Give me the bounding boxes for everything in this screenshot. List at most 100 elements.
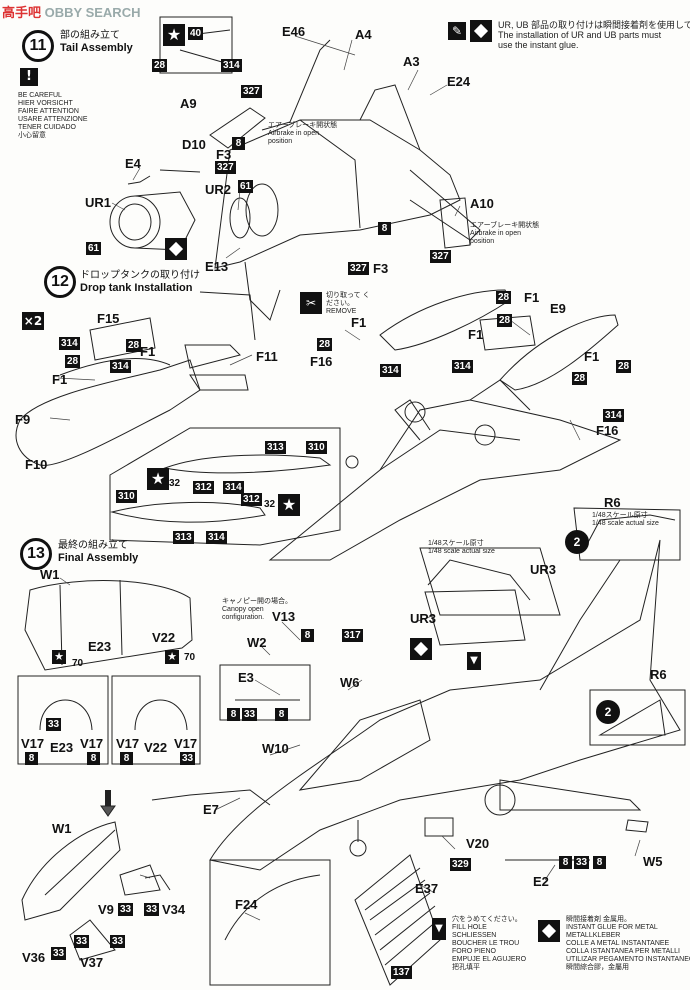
star-marker-icon: ★	[147, 468, 169, 490]
glue-note: UR, UB 部品の取り付けは瞬間接着剤を使用してください。 The insta…	[498, 20, 690, 50]
instant-glue-icon	[538, 920, 560, 942]
part-label: UR1	[85, 195, 112, 210]
part-label: A3	[403, 54, 420, 69]
part-label: W2	[247, 635, 267, 650]
part-label: E46	[282, 24, 306, 39]
color-code-badge: 8	[593, 856, 606, 869]
color-code-badge: 314	[452, 360, 473, 373]
color-code-badge: 28	[317, 338, 333, 351]
part-label: W1	[40, 567, 60, 582]
color-code-badge: 70	[184, 652, 196, 663]
instant-glue-icon	[470, 20, 492, 42]
color-code-badge: 8	[301, 629, 314, 642]
a9-airbrake-drawing	[210, 108, 265, 148]
glue-icon: ✎	[448, 22, 466, 40]
part-label: F16	[596, 423, 619, 438]
color-code-badge: 137	[391, 966, 412, 979]
part-label: F9	[15, 412, 31, 427]
part-label: F3	[373, 261, 389, 276]
color-code-badge: 8	[232, 137, 245, 150]
part-label: E7	[203, 802, 219, 817]
step-11-title: 部の組み立て Tail Assembly	[60, 30, 133, 55]
callout-2: 2	[565, 530, 589, 554]
star-marker-icon: ★	[163, 24, 185, 46]
color-code-badge: 314	[380, 364, 401, 377]
e7-rod-drawing	[152, 790, 270, 805]
part-label: F10	[25, 457, 48, 472]
ladder-e37-drawing	[355, 855, 440, 985]
part-label: A4	[355, 27, 372, 42]
color-code-badge: 329	[450, 858, 471, 871]
color-code-badge: 33	[46, 718, 62, 731]
step-12-number: 12	[44, 266, 76, 298]
color-code-badge: 28	[126, 339, 142, 352]
a10-airbrake-drawing	[440, 198, 470, 248]
color-code-badge: 8	[120, 752, 133, 765]
part-label: V17	[174, 736, 198, 751]
part-label: E3	[238, 670, 254, 685]
part-label: R6	[650, 667, 667, 682]
step-12-title-en: Drop tank Installation	[80, 282, 193, 294]
part-label: E23	[88, 639, 112, 654]
part-label: UR3	[530, 562, 557, 577]
star-marker-icon: ★	[165, 650, 179, 664]
fill-hole-icon: ▼	[467, 652, 481, 670]
part-label: V17	[116, 736, 140, 751]
ur3-inset-drawing	[425, 590, 525, 645]
color-code-badge: 28	[616, 360, 632, 373]
part-label: A10	[470, 196, 494, 211]
part-label: W10	[262, 741, 289, 756]
part-label: A9	[180, 96, 197, 111]
instant-glue-icon	[165, 238, 187, 260]
color-code-badge: 8	[275, 708, 288, 721]
part-label: V17	[80, 736, 104, 751]
color-code-badge: 33	[118, 903, 134, 916]
part-label: E9	[550, 301, 566, 316]
color-code-badge: 28	[496, 291, 512, 304]
color-code-badge: 8	[87, 752, 100, 765]
color-code-badge: 28	[152, 59, 168, 72]
color-code-badge: 310	[306, 441, 327, 454]
part-label: V36	[22, 950, 46, 965]
remove-note: 切り取って ください。REMOVE	[326, 292, 370, 315]
color-code-badge: 33	[110, 935, 126, 948]
color-code-badge: 61	[238, 180, 254, 193]
step-12-title: ドロップタンクの取り付け Drop tank Installation	[80, 270, 200, 295]
fill-hole-icon: ▼	[432, 918, 446, 940]
d10-drawing	[160, 170, 200, 172]
part-label: V17	[21, 736, 45, 751]
part-label: E24	[447, 74, 471, 89]
color-code-badge: 314	[223, 481, 244, 494]
drop-tank-left-drawing	[16, 318, 248, 465]
color-code-badge: 33	[242, 708, 258, 721]
part-label: V9	[98, 902, 114, 917]
nose-f24-drawing	[210, 860, 330, 985]
part-label: F1	[584, 349, 600, 364]
color-code-badge: 327	[348, 262, 369, 275]
color-code-badge: 28	[65, 355, 81, 368]
watermark: 高手吧 OBBY SEARCH	[2, 5, 141, 20]
color-code-badge: 32	[169, 478, 181, 489]
color-code-badge: 327	[215, 161, 236, 174]
step-12-title-jp: ドロップタンクの取り付け	[80, 270, 200, 281]
color-code-badge: 33	[51, 947, 67, 960]
step-13-title-jp: 最終の組み立て	[58, 540, 128, 551]
color-code-badge: 33	[74, 935, 90, 948]
part-label: UR3	[410, 611, 437, 626]
part-label: V22	[152, 630, 176, 645]
color-code-badge: 317	[342, 629, 363, 642]
color-code-badge: 314	[221, 59, 242, 72]
part-label: F1	[140, 344, 156, 359]
engine-face-drawing	[246, 184, 278, 236]
part-label: R6	[604, 495, 621, 510]
part-label: V13	[272, 609, 296, 624]
part-label: F1	[468, 327, 484, 342]
canopy-w1-lower-drawing	[22, 822, 170, 960]
